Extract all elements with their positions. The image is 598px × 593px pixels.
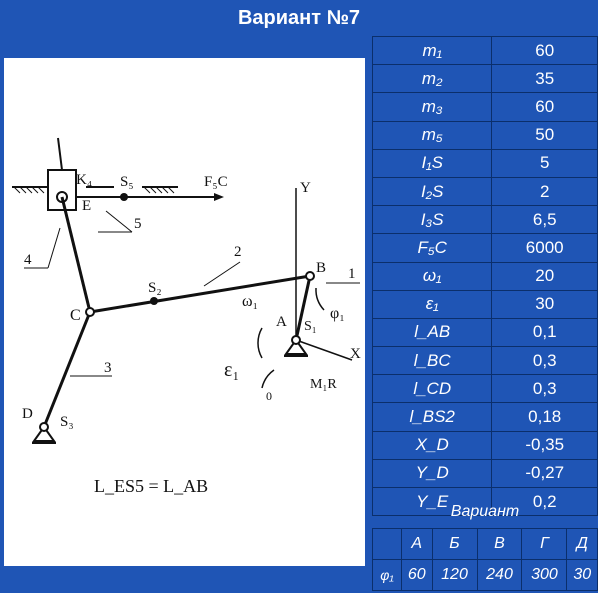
label-m1r: M₁R xyxy=(310,377,337,392)
variant-col: Д xyxy=(566,528,598,560)
param-name: m₁ xyxy=(371,35,493,66)
param-value: 5 xyxy=(491,148,598,178)
label-s5: S₅ xyxy=(120,174,134,190)
variant-col: А xyxy=(401,528,433,560)
param-value: 20 xyxy=(491,261,598,291)
variant-col: Г xyxy=(521,528,568,560)
variant-row-label: φ₁ xyxy=(372,559,402,591)
label-omega1: ω₁ xyxy=(242,293,258,310)
variant-value: 30 xyxy=(566,559,598,591)
label-y-axis: Y xyxy=(300,180,311,196)
label-link-3: 3 xyxy=(104,360,112,376)
label-link-4: 4 xyxy=(24,252,32,268)
param-name: Y_D xyxy=(371,458,493,489)
param-value: 60 xyxy=(491,92,598,122)
param-value: 0,3 xyxy=(491,346,598,376)
param-name: F₅C xyxy=(371,233,493,263)
variant-corner-cell xyxy=(372,528,402,560)
param-name: l_BC xyxy=(371,346,493,376)
param-value: 50 xyxy=(491,120,598,150)
param-name: l_AB xyxy=(371,317,493,348)
label-link-2: 2 xyxy=(234,244,242,260)
variant-value: 120 xyxy=(431,559,478,591)
param-value: 0,3 xyxy=(491,374,598,404)
mechanism-diagram-panel: K₄ S₅ F₅C E 5 4 Y B 1 2 S₂ C A S₁ ω₁ φ₁ … xyxy=(4,58,365,566)
label-f5c: F₅C xyxy=(204,174,228,190)
param-name: ε₁ xyxy=(371,289,493,319)
label-d: D xyxy=(22,406,33,422)
label-eps1: ε₁ xyxy=(224,359,239,381)
param-value: -0,35 xyxy=(491,430,598,460)
label-s1: S₁ xyxy=(304,319,317,334)
param-value: 0,18 xyxy=(491,402,598,432)
formula: L_ES5 = L_AB xyxy=(94,476,208,496)
label-b: B xyxy=(316,260,326,276)
variant-header-row: А Б В Г Д xyxy=(372,528,598,560)
param-value: 0,1 xyxy=(491,317,598,348)
param-name: m₃ xyxy=(371,92,493,122)
param-value: 6,5 xyxy=(491,205,598,235)
label-zero: 0 xyxy=(266,389,272,403)
param-value: 2 xyxy=(491,176,598,207)
label-c: C xyxy=(70,307,81,324)
param-value: 60 xyxy=(491,35,598,66)
label-k: K₄ xyxy=(76,172,92,188)
param-row: Y_D-0,27 xyxy=(371,458,598,489)
variant-value-row: φ₁ 60 120 240 300 30 xyxy=(372,559,598,591)
param-value: 30 xyxy=(491,289,598,319)
label-link-5: 5 xyxy=(134,216,142,232)
variant-table: А Б В Г Д φ₁ 60 120 240 300 30 xyxy=(372,528,598,591)
page-title: Вариант №7 xyxy=(0,0,598,36)
param-name: m₂ xyxy=(371,64,493,94)
param-name: Y_E xyxy=(371,486,493,517)
param-name: l_BS2 xyxy=(371,402,493,432)
param-name: l_CD xyxy=(371,374,493,404)
param-name: X_D xyxy=(371,430,493,460)
param-value: 35 xyxy=(491,64,598,94)
label-s3: S₃ xyxy=(60,414,74,430)
param-name: I₃S xyxy=(371,205,493,235)
label-phi1: φ₁ xyxy=(330,305,345,322)
variant-value: 240 xyxy=(476,559,523,591)
label-x-axis: X xyxy=(350,346,361,362)
mechanism-diagram: K₄ S₅ F₅C E 5 4 Y B 1 2 S₂ C A S₁ ω₁ φ₁ … xyxy=(12,137,361,496)
label-link-1: 1 xyxy=(348,266,356,282)
variant-value: 300 xyxy=(521,559,568,591)
param-row: X_D-0,35 xyxy=(371,430,598,460)
label-a: A xyxy=(276,314,287,330)
variant-value: 60 xyxy=(401,559,433,591)
label-e: E xyxy=(82,198,91,214)
param-value: 6000 xyxy=(491,233,598,263)
param-name: ω₁ xyxy=(371,261,493,291)
variant-label: Вариант xyxy=(450,503,520,520)
variant-col: Б xyxy=(431,528,478,560)
label-s2: S₂ xyxy=(148,280,162,296)
param-name: I₁S xyxy=(371,148,493,178)
param-name: I₂S xyxy=(371,176,493,207)
param-value: 0,2 xyxy=(491,486,598,517)
param-name: m₅ xyxy=(371,120,493,150)
variant-col: В xyxy=(476,528,523,560)
param-value: -0,27 xyxy=(491,458,598,489)
